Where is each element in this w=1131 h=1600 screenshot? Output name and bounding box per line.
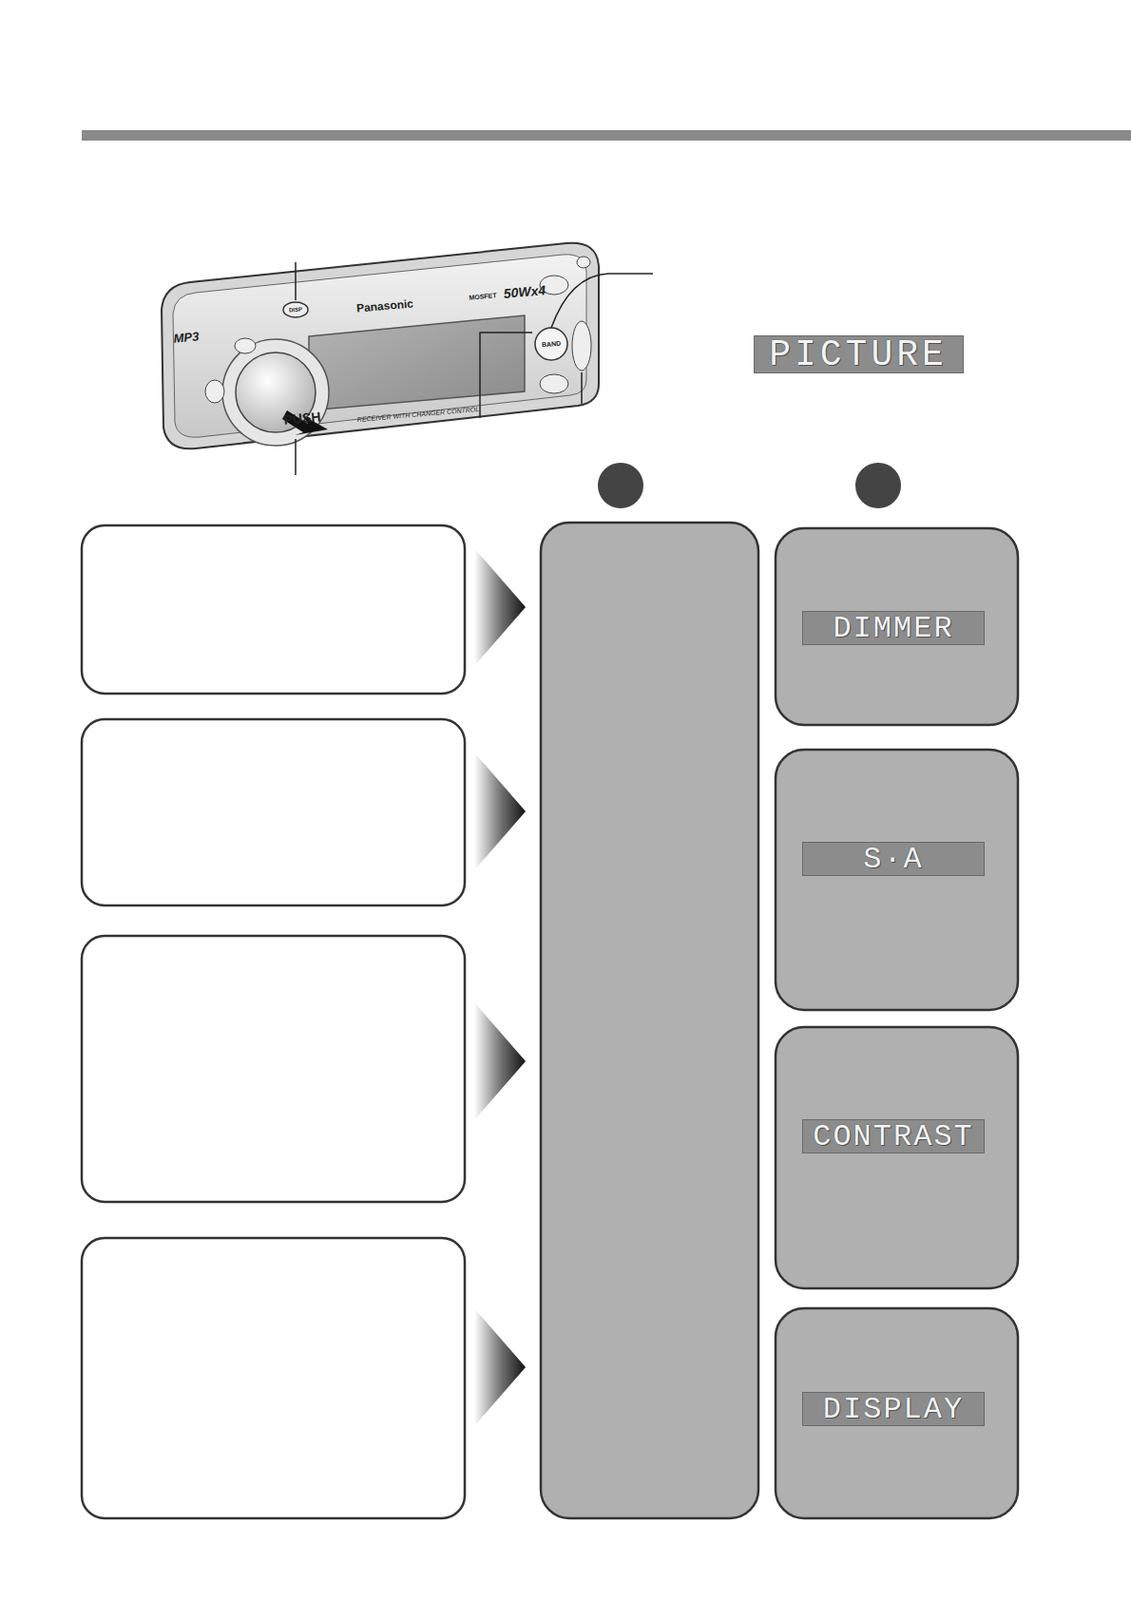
menu-display: S·A [802, 842, 985, 877]
display-text: DIMMER [832, 611, 954, 647]
menu-display: DISPLAY [802, 1392, 985, 1427]
operation-column [540, 522, 759, 1519]
display-text: S·A [862, 842, 924, 878]
display-text: DISPLAY [823, 1392, 964, 1428]
device-label: BAND [541, 340, 562, 349]
device-label: Panasonic [355, 296, 414, 315]
display-panels [775, 528, 1018, 1519]
faceplate-drawing [161, 243, 653, 476]
step-circle [597, 462, 644, 509]
device-label: PUSH [283, 408, 322, 427]
menu-display: DIMMER [802, 611, 985, 646]
header-rule [81, 130, 1131, 141]
menu-display: CONTRAST [802, 1119, 985, 1154]
display-text: PICTURE [768, 334, 948, 376]
device-label: MOSFET [468, 291, 498, 302]
device-label: DISP [288, 306, 303, 313]
pointer-triangles [474, 548, 526, 1427]
instruction-boxes [81, 525, 465, 1519]
mode-display: PICTURE [753, 335, 964, 374]
display-text: CONTRAST [812, 1119, 975, 1155]
device-label: MP3 [172, 328, 200, 346]
device-label: RECEIVER WITH CHANGER CONTROL [357, 405, 480, 423]
device-label: 50Wx4 [502, 282, 547, 302]
step-circle [855, 462, 901, 509]
